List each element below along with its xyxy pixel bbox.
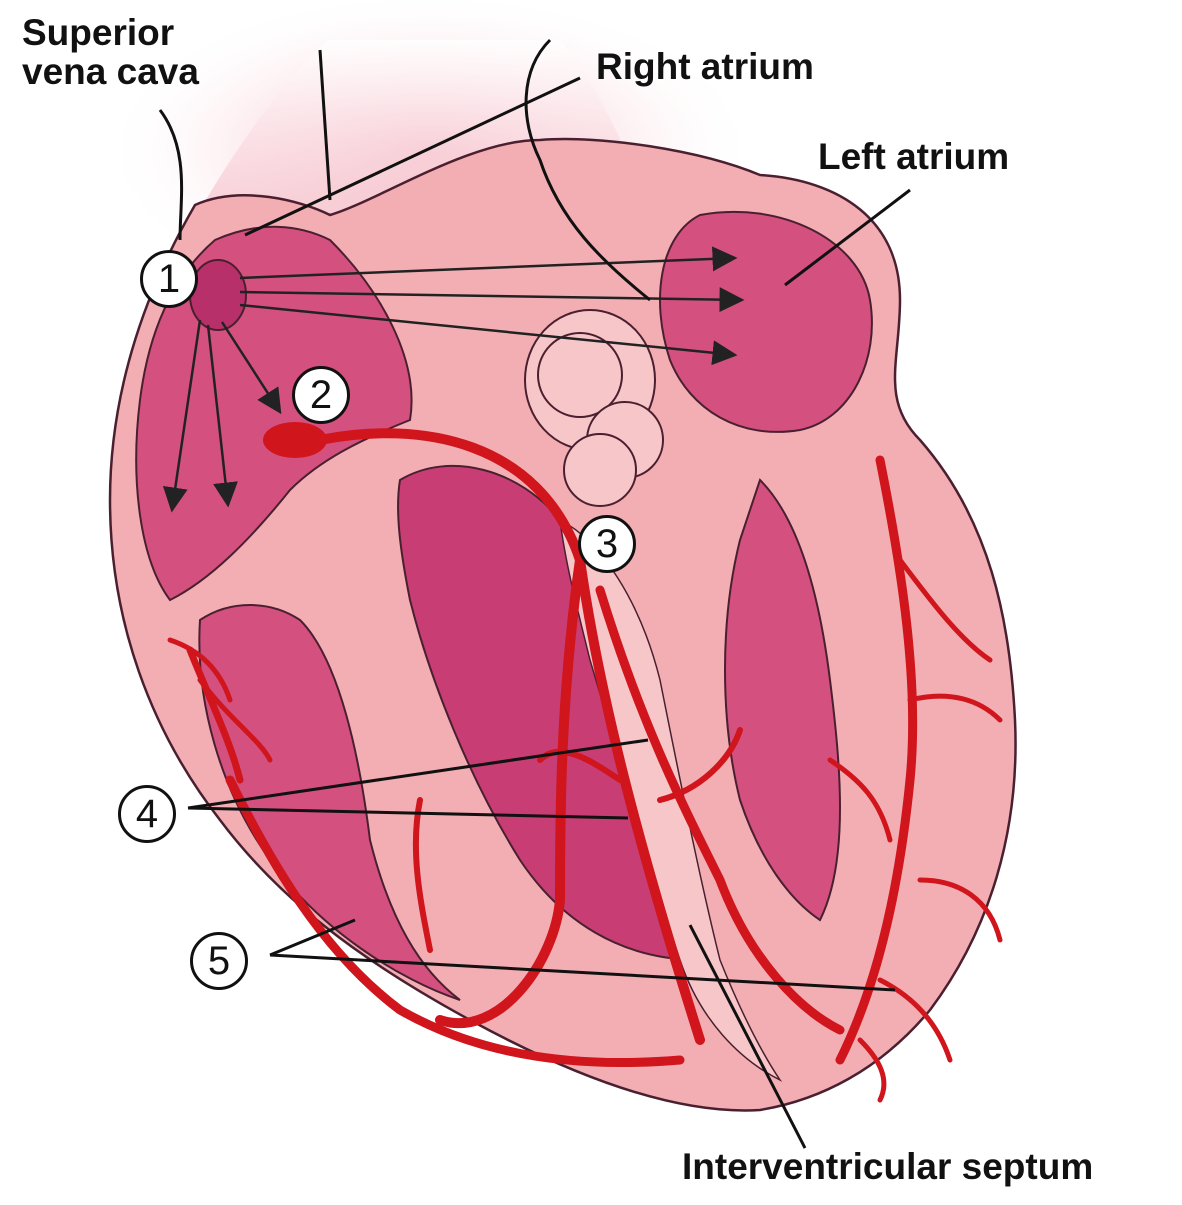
leader-lines xyxy=(158,38,911,1149)
label-superior-vena-cava-line2: vena cava xyxy=(22,50,199,92)
conduction-pathway xyxy=(167,259,1003,1103)
marker-5: 5 xyxy=(190,932,248,990)
marker-1: 1 xyxy=(140,250,198,308)
label-superior-vena-cava: Superior vena cava xyxy=(22,12,199,92)
marker-3: 3 xyxy=(578,515,636,573)
aortic-valve xyxy=(524,309,664,507)
marker-2: 2 xyxy=(292,366,350,424)
label-interventricular-septum: Interventricular septum xyxy=(682,1146,1094,1187)
left-ventricle-wall xyxy=(724,478,841,922)
marker-4: 4 xyxy=(118,785,176,843)
impulse-arrows xyxy=(162,246,745,513)
label-left-atrium: Left atrium xyxy=(818,136,1010,177)
label-superior-vena-cava-line1: Superior xyxy=(22,12,175,53)
label-right-atrium: Right atrium xyxy=(596,46,814,87)
